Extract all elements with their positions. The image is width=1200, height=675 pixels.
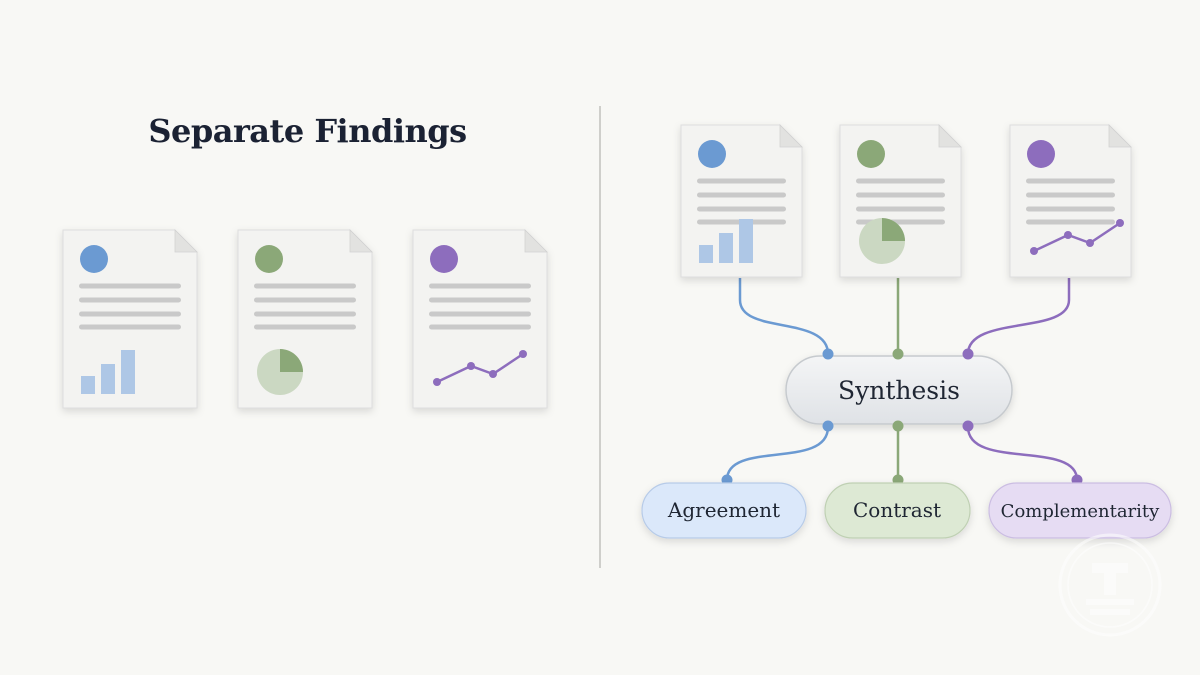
pie-slice	[280, 349, 303, 372]
text-line	[79, 283, 181, 289]
text-line	[1026, 219, 1115, 225]
line-series	[1033, 221, 1121, 253]
text-line	[79, 297, 181, 303]
hub-label: Synthesis	[838, 376, 960, 405]
outcome-label-complementarity: Complementarity	[1001, 501, 1160, 522]
document-page	[1009, 124, 1132, 278]
outcome-label-agreement: Agreement	[667, 498, 780, 522]
line-point	[467, 362, 475, 370]
bar	[739, 219, 753, 263]
page-fold	[349, 229, 373, 253]
accent-dot-icon	[1027, 140, 1055, 168]
line-point	[1064, 231, 1072, 239]
document-card-purple	[1009, 124, 1132, 278]
text-line	[429, 297, 531, 303]
line-point	[1086, 239, 1094, 247]
text-line	[79, 324, 181, 330]
page-fold	[1108, 124, 1132, 148]
document-card-green	[237, 229, 373, 409]
bar	[699, 245, 713, 263]
line-point	[519, 350, 527, 358]
bar	[101, 364, 115, 394]
document-page	[412, 229, 548, 409]
accent-dot-icon	[698, 140, 726, 168]
document-card-blue	[680, 124, 803, 278]
text-line	[254, 297, 356, 303]
page-fold	[524, 229, 548, 253]
text-line	[697, 192, 786, 198]
outcome-contrast: Contrast	[824, 482, 971, 539]
bar	[81, 376, 95, 394]
panel-divider	[599, 106, 601, 568]
bar-chart-icon	[699, 219, 753, 263]
document-card-purple	[412, 229, 548, 409]
outcome-label-contrast: Contrast	[853, 498, 941, 522]
outcome-complementarity: Complementarity	[988, 482, 1172, 539]
pie-chart-icon	[257, 349, 303, 395]
connector-dots	[721, 348, 1083, 486]
synthesis-hub: Synthesis	[785, 355, 1013, 425]
connector-purple-out	[966, 426, 1079, 481]
accent-dot-icon	[857, 140, 885, 168]
accent-dot-icon	[430, 245, 458, 273]
line-chart-icon	[433, 350, 527, 386]
page-fold	[174, 229, 198, 253]
accent-dot-icon	[255, 245, 283, 273]
document-card-blue	[62, 229, 198, 409]
pie-slice	[882, 218, 905, 241]
watermark-logo-icon	[1058, 533, 1162, 637]
text-line	[254, 324, 356, 330]
bar-chart-icon	[81, 350, 135, 394]
text-line	[856, 178, 945, 184]
page-fold	[779, 124, 803, 148]
text-line	[79, 311, 181, 317]
connector-blue-out	[725, 426, 830, 481]
connector-purple-in	[966, 278, 1071, 355]
pie-chart-icon	[859, 218, 905, 264]
text-line	[429, 283, 531, 289]
accent-dot-icon	[80, 245, 108, 273]
text-line	[856, 192, 945, 198]
text-line	[429, 311, 531, 317]
text-line	[254, 283, 356, 289]
line-point	[433, 378, 441, 386]
document-card-green	[839, 124, 962, 278]
connector-blue-in	[738, 278, 830, 355]
text-line	[1026, 206, 1115, 212]
page-fold	[938, 124, 962, 148]
bar	[719, 233, 733, 263]
text-line	[697, 178, 786, 184]
line-point	[489, 370, 497, 378]
left-panel-title: Separate Findings	[148, 112, 467, 150]
line-point	[1030, 247, 1038, 255]
text-line	[429, 324, 531, 330]
text-line	[254, 311, 356, 317]
line-series	[436, 352, 524, 384]
text-line	[856, 206, 945, 212]
text-line	[1026, 178, 1115, 184]
line-chart-icon	[1030, 219, 1124, 255]
text-line	[1026, 192, 1115, 198]
connectors	[725, 278, 1079, 481]
document-page	[62, 229, 198, 409]
text-line	[697, 206, 786, 212]
bar	[121, 350, 135, 394]
line-point	[1116, 219, 1124, 227]
outcome-agreement: Agreement	[641, 482, 807, 539]
